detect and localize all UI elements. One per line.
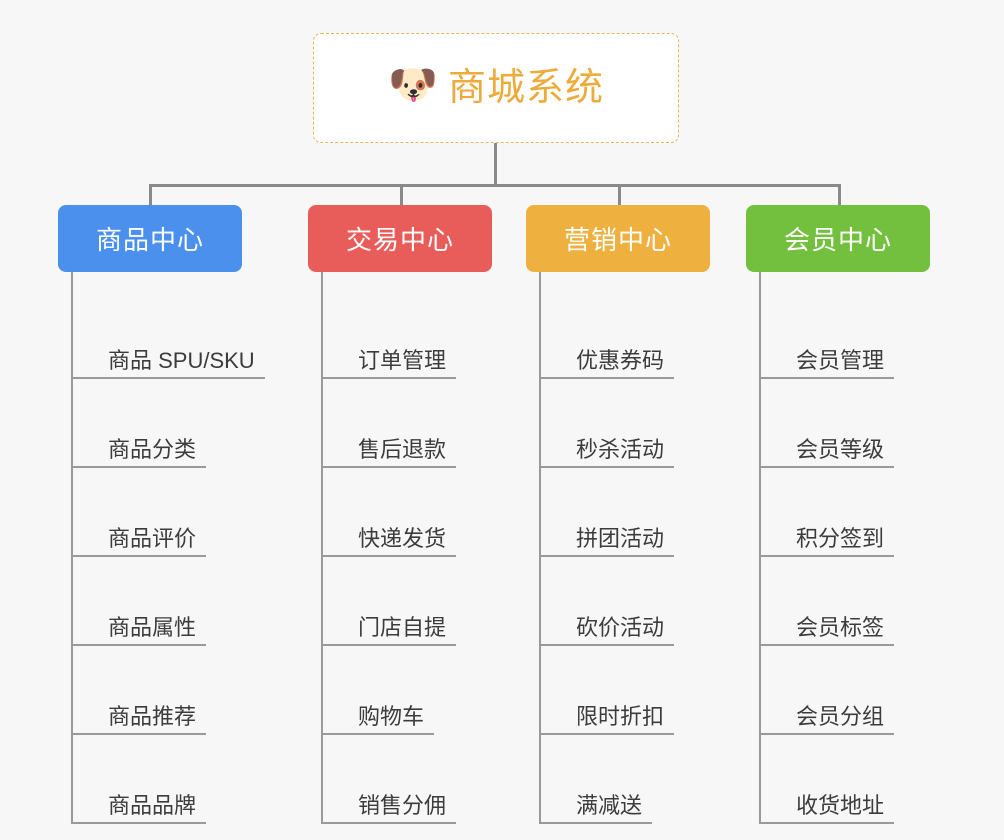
leaf-underline [759,733,895,735]
leaf-underline [71,466,207,468]
category-header-marketing[interactable]: 营销中心 [526,205,710,272]
shiba-dog-face-icon: 🐶 [387,63,438,107]
category-header-trade[interactable]: 交易中心 [308,205,492,272]
leaf-label: 砍价活动 [576,614,665,640]
leaf-label: 订单管理 [358,347,447,373]
connector-drop-3 [838,184,841,206]
leaf-underline [539,377,675,379]
leaf-underline [321,466,457,468]
leaf-label: 会员管理 [796,347,885,373]
leaf-label: 商品分类 [108,436,197,462]
category-header-label: 交易中心 [345,225,454,255]
root-title: 商城系统 [447,67,604,109]
list-item[interactable]: 优惠券码 [539,290,748,379]
leaf-underline [539,733,675,735]
category-header-label: 会员中心 [783,225,892,255]
leaf-label: 秒杀活动 [576,436,665,462]
leaf-underline [759,466,895,468]
leaf-underline [539,644,675,646]
list-item[interactable]: 砍价活动 [539,557,748,646]
list-item[interactable]: 拼团活动 [539,468,748,557]
leaf-list-product: 商品 SPU/SKU 商品分类 商品评价 商品属性 商品推荐 [71,272,280,824]
connector-root-stem [494,143,497,186]
leaf-label: 购物车 [358,703,425,729]
leaf-list-trade: 订单管理 售后退款 快递发货 门店自提 购物车 [321,272,530,824]
leaf-label: 积分签到 [796,525,885,551]
leaf-underline [321,822,457,824]
leaf-underline [539,555,675,557]
leaf-underline [759,377,895,379]
category-column-product: 商品中心 商品 SPU/SKU 商品分类 商品评价 商品属性 [58,205,280,824]
leaf-label: 会员分组 [796,703,885,729]
leaf-label: 拼团活动 [576,525,665,551]
category-header-label: 营销中心 [563,225,672,255]
connector-horizontal-bar [149,184,841,187]
category-column-marketing: 营销中心 优惠券码 秒杀活动 拼团活动 砍价活动 [526,205,748,824]
leaf-underline [71,822,207,824]
leaf-underline [71,377,265,379]
leaf-label: 商品品牌 [108,792,197,818]
leaf-label: 限时折扣 [576,703,665,729]
category-columns: 商品中心 商品 SPU/SKU 商品分类 商品评价 商品属性 [0,205,1004,840]
list-item[interactable]: 会员分组 [759,646,968,735]
list-item[interactable]: 商品评价 [71,468,280,557]
leaf-label: 商品推荐 [108,703,197,729]
leaf-underline [759,644,895,646]
list-item[interactable]: 商品分类 [71,379,280,468]
leaf-label: 收货地址 [796,792,885,818]
leaf-underline [71,555,207,557]
list-item[interactable]: 商品 SPU/SKU [71,290,280,379]
leaf-label: 快递发货 [358,525,447,551]
list-item[interactable]: 售后退款 [321,379,530,468]
leaf-underline [759,822,895,824]
category-column-trade: 交易中心 订单管理 售后退款 快递发货 门店自提 [308,205,530,824]
connector-drop-0 [149,184,152,206]
leaf-label: 会员标签 [796,614,885,640]
list-item[interactable]: 积分签到 [759,468,968,557]
leaf-label: 销售分佣 [358,792,447,818]
leaf-label: 优惠券码 [576,347,665,373]
list-item[interactable]: 购物车 [321,646,530,735]
leaf-list-marketing: 优惠券码 秒杀活动 拼团活动 砍价活动 限时折扣 [539,272,748,824]
leaf-list-member: 会员管理 会员等级 积分签到 会员标签 会员分组 [759,272,968,824]
leaf-underline [759,555,895,557]
leaf-underline [321,644,457,646]
leaf-label: 商品 SPU/SKU [108,347,255,373]
leaf-label: 门店自提 [358,614,447,640]
leaf-underline [321,733,435,735]
list-item[interactable]: 会员等级 [759,379,968,468]
list-item[interactable]: 限时折扣 [539,646,748,735]
leaf-underline [71,733,207,735]
list-item[interactable]: 会员标签 [759,557,968,646]
connector-drop-1 [400,184,403,206]
category-header-label: 商品中心 [95,225,204,255]
category-header-product[interactable]: 商品中心 [58,205,242,272]
leaf-underline [539,822,653,824]
connector-drop-2 [618,184,621,206]
list-item[interactable]: 销售分佣 [321,735,530,824]
leaf-underline [321,377,457,379]
leaf-underline [539,466,675,468]
list-item[interactable]: 秒杀活动 [539,379,748,468]
leaf-underline [71,644,207,646]
list-item[interactable]: 满减送 [539,735,748,824]
list-item[interactable]: 会员管理 [759,290,968,379]
list-item[interactable]: 商品品牌 [71,735,280,824]
leaf-underline [321,555,457,557]
root-node[interactable]: 🐶 商城系统 [313,33,679,143]
category-column-member: 会员中心 会员管理 会员等级 积分签到 会员标签 [746,205,968,824]
list-item[interactable]: 快递发货 [321,468,530,557]
list-item[interactable]: 商品推荐 [71,646,280,735]
list-item[interactable]: 收货地址 [759,735,968,824]
list-item[interactable]: 商品属性 [71,557,280,646]
leaf-label: 商品评价 [108,525,197,551]
leaf-label: 满减送 [576,792,643,818]
list-item[interactable]: 门店自提 [321,557,530,646]
leaf-label: 商品属性 [108,614,197,640]
leaf-label: 会员等级 [796,436,885,462]
category-header-member[interactable]: 会员中心 [746,205,930,272]
leaf-label: 售后退款 [358,436,447,462]
list-item[interactable]: 订单管理 [321,290,530,379]
